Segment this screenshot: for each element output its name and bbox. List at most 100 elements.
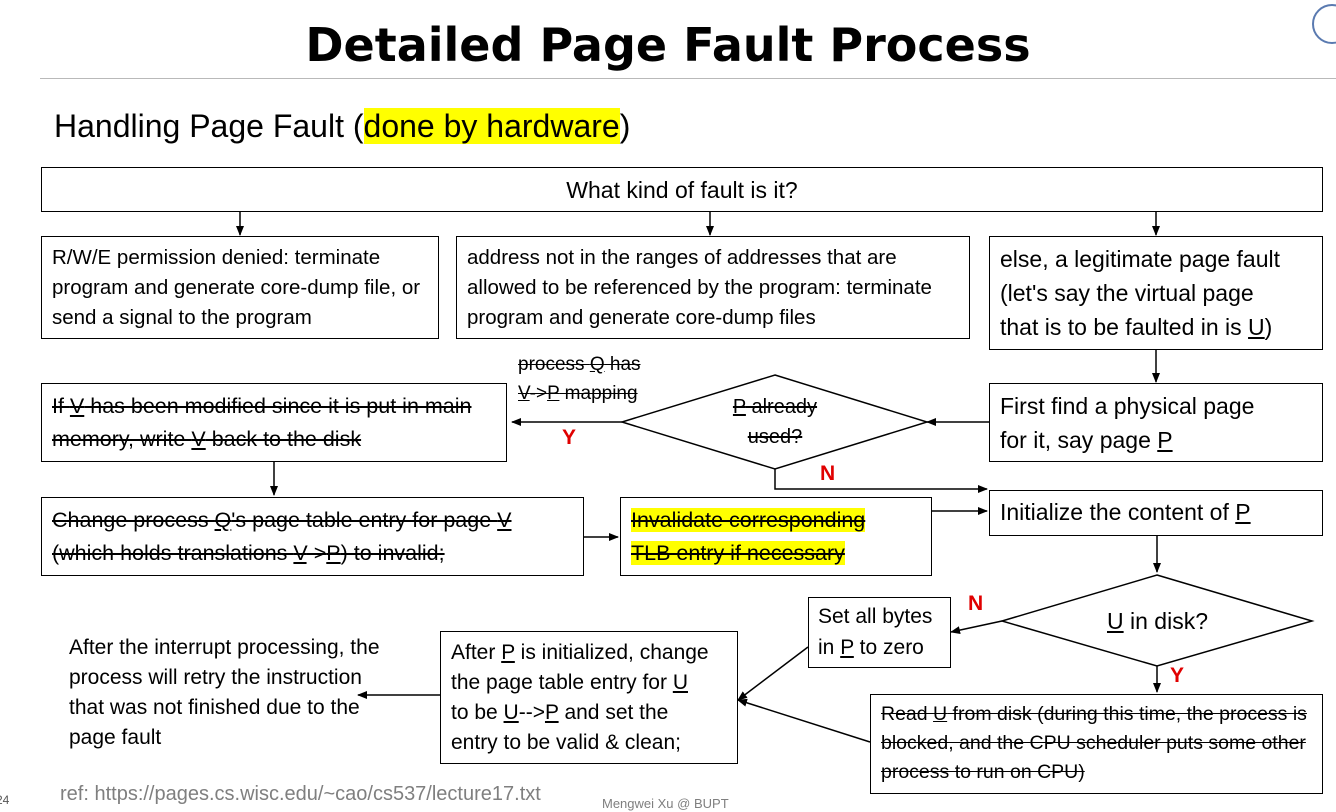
decision-used-page: P: [732, 396, 746, 418]
mapping-note: process Q has V->P mapping: [518, 350, 641, 408]
after-init-line1: After P is initialized, change: [451, 638, 727, 668]
arrow-no-to-set-zero: [950, 620, 1003, 635]
write-back-c: back to the disk: [205, 427, 362, 451]
address-out-of-range-text: address not in the ranges of addresses t…: [467, 246, 932, 329]
arrow-no-to-init: [774, 469, 988, 493]
reference-text: ref: https://pages.cs.wisc.edu/~cao/cs53…: [60, 783, 541, 805]
read-disk-a: Read: [881, 703, 934, 725]
read-disk-box: Read U from disk (during this time, the …: [870, 694, 1323, 794]
decision-used-diamond: [619, 374, 930, 470]
retry-note: After the interrupt processing, the proc…: [69, 633, 389, 753]
label-yes-used: Y: [562, 426, 577, 449]
after-init-l3c: and set the: [558, 701, 669, 724]
legit-fault-box: else, a legitimate page fault (let's say…: [989, 236, 1323, 350]
author-credit: Mengwei Xu @ BUPT: [602, 796, 729, 811]
legit-fault-close: ): [1264, 314, 1273, 340]
set-zero-line1: Set all bytes: [818, 605, 933, 628]
legit-fault-line3-text: that is to be faulted in is: [1000, 314, 1249, 340]
page-p-label: P: [1157, 427, 1173, 453]
invalidate-tlb-line1: Invalidate corresponding: [631, 504, 921, 537]
mapping-note-line2: V->P mapping: [518, 379, 641, 408]
mapping-note-line1-b: has: [604, 354, 641, 375]
decision-disk-page: U: [1107, 608, 1124, 634]
decision-used-text: P already used?: [700, 392, 850, 452]
after-init-l2a: the page table entry for: [451, 671, 673, 694]
address-out-of-range-box: address not in the ranges of addresses t…: [456, 236, 970, 339]
change-entry-v2: V: [293, 541, 307, 565]
arrow-set-zero-to-after-init: [737, 646, 809, 701]
write-back-a: If: [52, 394, 70, 418]
legit-fault-line2: (let's say the virtual page: [1000, 280, 1254, 306]
mapping-note-p: P: [547, 383, 560, 404]
set-zero-line2b: to zero: [853, 636, 924, 659]
write-back-b: has been modified since it is put in mai…: [52, 394, 472, 451]
init-content-text: Initialize the content of: [1000, 499, 1236, 525]
read-disk-b: from disk (during this time, the process…: [881, 703, 1307, 783]
label-no-disk: N: [968, 592, 984, 615]
page-number: 24: [0, 793, 10, 807]
after-init-line2: the page table entry for U: [451, 668, 727, 698]
slide-subtitle: Handling Page Fault (done by hardware): [54, 108, 630, 145]
change-entry-p: P: [326, 541, 341, 565]
subtitle-suffix: ): [619, 108, 631, 144]
mapping-note-line2-b: mapping: [559, 383, 638, 404]
after-init-u2: U: [503, 701, 519, 724]
mapping-note-line1-a: process: [518, 354, 590, 375]
decision-used-line1-text: already: [745, 396, 818, 418]
mapping-note-v: V: [518, 383, 530, 404]
write-back-box: If V has been modified since it is put i…: [41, 383, 507, 462]
after-init-u1: U: [672, 671, 688, 694]
permission-denied-box: R/W/E permission denied: terminate progr…: [41, 236, 439, 339]
after-init-box: After P is initialized, change the page …: [440, 631, 738, 764]
decision-disk-diamond: [999, 574, 1315, 667]
write-back-v1: V: [69, 394, 85, 418]
find-physical-page-box: First find a physical page for it, say p…: [989, 383, 1323, 462]
after-init-l3a: to be: [451, 701, 504, 724]
label-yes-disk: Y: [1170, 664, 1185, 687]
title-divider: [40, 78, 1336, 79]
decision-used-line2: used?: [747, 426, 803, 448]
change-entry-d: ->: [306, 541, 327, 565]
subtitle-highlight: done by hardware: [363, 108, 620, 144]
invalidate-tlb-line1-text: Invalidate corresponding: [631, 508, 866, 532]
permission-denied-text: R/W/E permission denied: terminate progr…: [52, 246, 421, 329]
init-content-page: P: [1235, 499, 1251, 525]
mapping-note-q: Q: [589, 354, 605, 375]
mapping-note-line1: process Q has: [518, 350, 641, 379]
read-disk-u: U: [933, 703, 948, 725]
after-init-line4: entry to be valid & clean;: [451, 731, 681, 754]
after-init-p1: P: [501, 641, 515, 664]
find-physical-line2: for it, say page P: [1000, 423, 1312, 457]
change-entry-c: (which holds translations: [52, 541, 294, 565]
subtitle-prefix: Handling Page Fault (: [54, 108, 364, 144]
decision-used-line1: P already: [700, 392, 850, 422]
invalidate-tlb-line2-text: TLB entry if necessary: [631, 541, 845, 565]
fault-kind-text: What kind of fault is it?: [566, 177, 798, 203]
legit-fault-line3: that is to be faulted in is U): [1000, 310, 1312, 344]
change-entry-e: ) to invalid;: [340, 541, 445, 565]
set-zero-line2: in P to zero: [818, 632, 941, 663]
legit-fault-line1: else, a legitimate page fault: [1000, 246, 1281, 272]
arrow-read-disk-to-after-init: [737, 698, 871, 743]
decision-disk-text: U in disk?: [1080, 605, 1235, 637]
after-init-l1a: After: [451, 641, 502, 664]
page-u-label: U: [1248, 314, 1265, 340]
label-no-used: N: [820, 462, 836, 485]
change-entry-q: Q: [214, 508, 232, 532]
decision-disk-label: in disk?: [1123, 608, 1208, 634]
init-content-box: Initialize the content of P: [989, 490, 1323, 536]
write-back-v2: V: [191, 427, 206, 451]
change-entry-b: 's page table entry for page: [231, 508, 498, 532]
change-entry-a: Change process: [52, 508, 215, 532]
set-zero-box: Set all bytes in P to zero: [808, 597, 951, 668]
set-zero-line2a: in: [818, 636, 841, 659]
retry-note-text: After the interrupt processing, the proc…: [69, 636, 380, 749]
find-physical-line1: First find a physical page: [1000, 393, 1255, 419]
after-init-p2: P: [544, 701, 559, 724]
after-init-line3: to be U-->P and set the: [451, 698, 727, 728]
invalidate-tlb-line2: TLB entry if necessary: [631, 537, 921, 570]
set-zero-page: P: [840, 636, 854, 659]
change-entry-box: Change process Q's page table entry for …: [41, 497, 584, 576]
mapping-note-arrow: ->: [529, 383, 548, 404]
